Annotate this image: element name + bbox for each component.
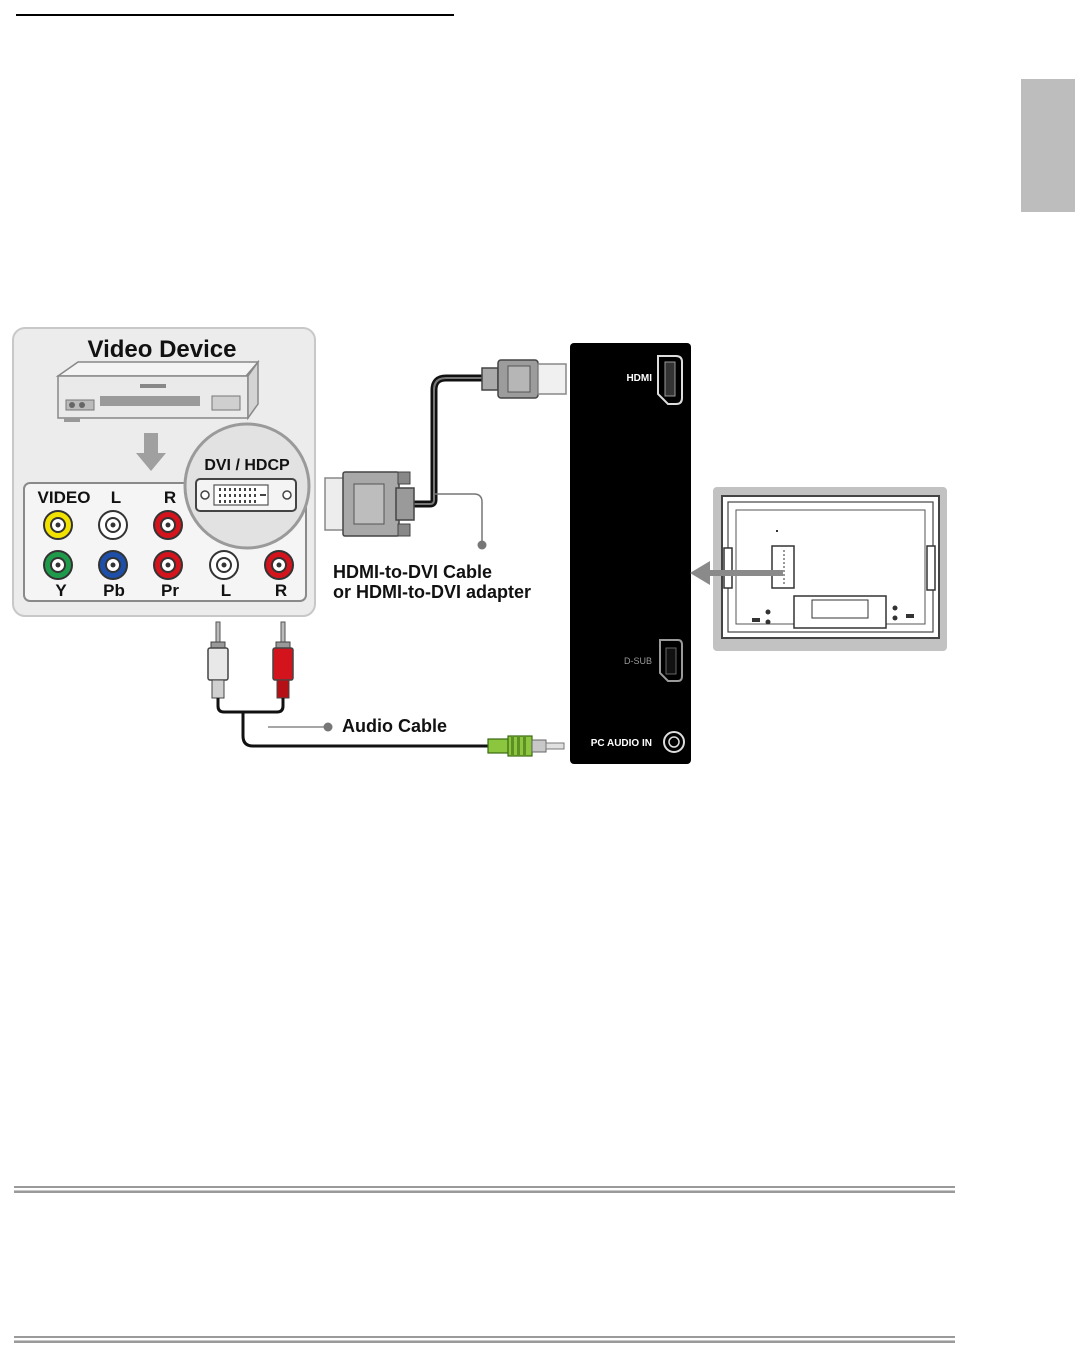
label-video: VIDEO bbox=[38, 488, 91, 507]
jack-audio-l-white-top bbox=[99, 511, 127, 539]
cable-callout-dot bbox=[478, 541, 487, 550]
note-top-divider bbox=[14, 1186, 955, 1193]
jack-video-yellow bbox=[44, 511, 72, 539]
dsub-port-label: D-SUB bbox=[624, 656, 652, 666]
dvi-port-callout: DVI / HDCP bbox=[185, 424, 309, 548]
jack-audio-r-red-top bbox=[154, 511, 182, 539]
label-pr: Pr bbox=[161, 581, 179, 600]
tv-side-panel: HDMI D-SUB PC AUDIO IN bbox=[570, 343, 691, 764]
dsub-port-icon bbox=[660, 640, 682, 681]
jack-audio-l-white-bottom bbox=[210, 551, 238, 579]
tv-rear-thumbnail bbox=[690, 487, 947, 651]
pc-audio-jack-icon bbox=[664, 732, 684, 752]
label-r-bottom: R bbox=[275, 581, 287, 600]
pc-audio-in-label: PC AUDIO IN bbox=[591, 738, 652, 749]
hdmi-dvi-adapter-label: or HDMI-to-DVI adapter bbox=[333, 582, 531, 602]
dvd-player-icon bbox=[58, 362, 258, 422]
dvi-hdcp-label: DVI / HDCP bbox=[204, 457, 290, 474]
jack-pr-red bbox=[154, 551, 182, 579]
note-bottom-divider bbox=[14, 1336, 955, 1343]
hdmi-port-label: HDMI bbox=[626, 373, 652, 384]
label-l-top: L bbox=[111, 488, 121, 507]
jack-y-green bbox=[44, 551, 72, 579]
label-r-top: R bbox=[164, 488, 176, 507]
label-l-bottom: L bbox=[221, 581, 231, 600]
jack-audio-r-red-bottom bbox=[265, 551, 293, 579]
dvi-plug-icon bbox=[325, 472, 414, 536]
audio-callout-dot bbox=[324, 723, 333, 732]
jack-pb-blue bbox=[99, 551, 127, 579]
video-device-panel: Video Device VIDEO L R bbox=[13, 328, 315, 616]
label-pb: Pb bbox=[103, 581, 125, 600]
video-device-title: Video Device bbox=[88, 336, 237, 363]
hdmi-dvi-cable-label: HDMI-to-DVI Cable bbox=[333, 562, 492, 582]
audio-cable-label: Audio Cable bbox=[342, 716, 447, 736]
hdmi-port-icon bbox=[658, 356, 682, 404]
label-y: Y bbox=[55, 581, 67, 600]
